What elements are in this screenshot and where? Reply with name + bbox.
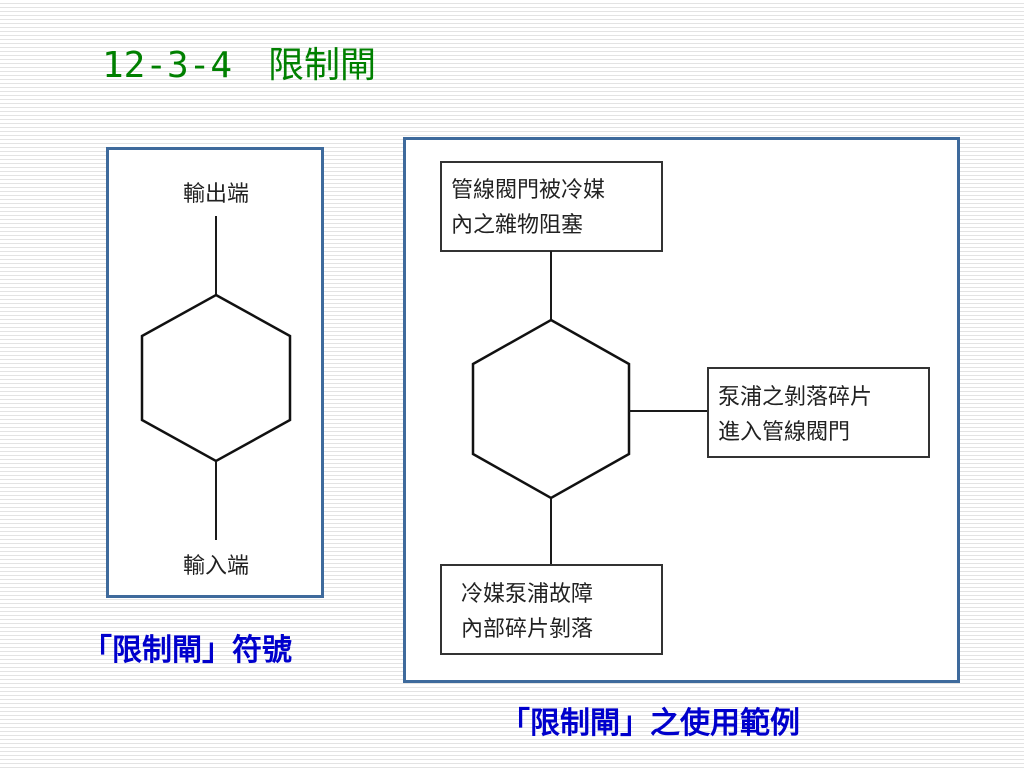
example-panel — [403, 137, 960, 683]
symbol-panel — [106, 147, 324, 598]
symbol-caption: 「限制閘」符號 — [82, 633, 292, 668]
example-caption: 「限制閘」之使用範例 — [500, 706, 800, 741]
slide-title: 12-3-4 限制閘 — [102, 45, 377, 86]
